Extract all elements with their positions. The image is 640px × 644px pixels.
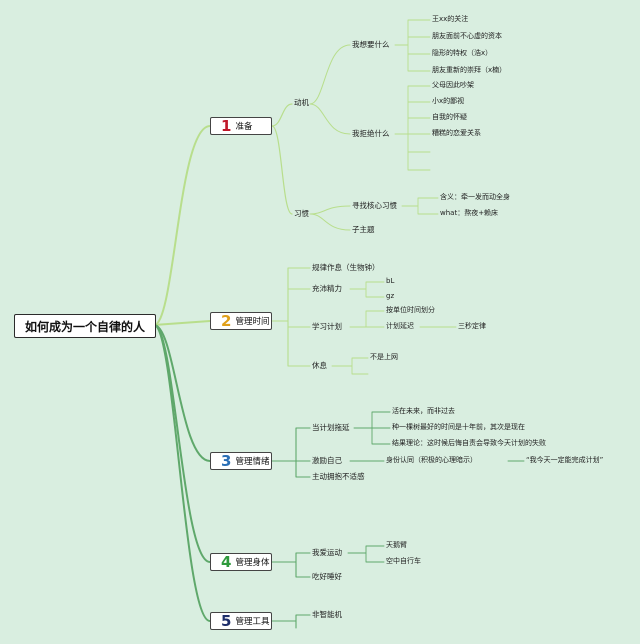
node-want[interactable]: 我想要什么 — [352, 40, 390, 49]
node-delay-item[interactable]: 三秒定律 — [458, 322, 486, 330]
section-number: 5 — [221, 611, 232, 630]
node-phone[interactable]: 非智能机 — [312, 610, 342, 619]
node-identity-item[interactable]: “我今天一定能完成计划” — [526, 456, 604, 464]
section-number: 2 — [221, 311, 232, 330]
section-label: 管理时间 — [235, 317, 270, 327]
section-label: 管理情绪 — [235, 457, 270, 467]
node-reject-item[interactable]: 糟糕的恋爱关系 — [432, 129, 481, 137]
node-study-item[interactable]: 按单位时间划分 — [386, 306, 435, 314]
section-label: 管理身体 — [235, 558, 270, 568]
section-3-node[interactable]: 3 管理情绪 — [210, 452, 272, 470]
branch-to-s2 — [153, 320, 211, 326]
branch-to-s3 — [153, 324, 211, 462]
branch-to-s1 — [153, 125, 211, 326]
node-habit[interactable]: 习惯 — [294, 209, 309, 218]
node-reject-item[interactable]: 小x的鄙视 — [432, 97, 465, 105]
node-identity[interactable]: 身份认同（积极的心理暗示） — [386, 456, 477, 464]
section-label: 准备 — [235, 122, 253, 132]
node-motive[interactable]: 动机 — [294, 98, 309, 107]
node-core-habit[interactable]: 寻找核心习惯 — [352, 201, 397, 210]
node-reject-item[interactable]: 父母因此吵架 — [432, 81, 474, 89]
node-reject-item[interactable]: 自我的怀疑 — [432, 113, 467, 121]
node-study[interactable]: 学习计划 — [312, 322, 342, 331]
node-want-item[interactable]: 隐形的特权（浩x） — [432, 49, 493, 57]
node-eat-sleep[interactable]: 吃好睡好 — [312, 572, 342, 581]
node-sport[interactable]: 我爱运动 — [312, 548, 342, 557]
root-topic[interactable]: 如何成为一个自律的人 — [14, 314, 156, 338]
node-encourage[interactable]: 激励自己 — [312, 456, 342, 465]
node-sport-item[interactable]: 空中自行车 — [386, 557, 421, 565]
section-4-node[interactable]: 4 管理身体 — [210, 553, 272, 571]
node-energy-item[interactable]: bL — [386, 277, 395, 285]
section-1-node[interactable]: 1 准备 — [210, 117, 272, 135]
node-rest[interactable]: 休息 — [312, 361, 327, 370]
node-embrace[interactable]: 主动拥抱不适感 — [312, 472, 365, 481]
node-energy-item[interactable]: gz — [386, 292, 395, 300]
node-study-item[interactable]: 计划延迟 — [386, 322, 414, 330]
node-want-item[interactable]: 王xx的关注 — [432, 15, 469, 23]
node-subtopic[interactable]: 子主题 — [352, 225, 375, 234]
branch-to-s5 — [153, 324, 211, 622]
branch-to-s4 — [153, 324, 211, 563]
section-number: 3 — [221, 451, 232, 470]
node-procrastinate[interactable]: 当计划拖延 — [312, 423, 350, 432]
node-want-item[interactable]: 朋友重新的崇拜（x楠） — [432, 66, 507, 74]
node-reject[interactable]: 我拒绝什么 — [352, 129, 390, 138]
node-procrast-item[interactable]: 活在未来，而非过去 — [392, 407, 455, 415]
node-sport-item[interactable]: 天鹅臂 — [386, 541, 407, 549]
section-number: 4 — [221, 552, 232, 571]
node-procrast-item[interactable]: 结果理论：这时候后悔自责会导致今天计划的失败 — [392, 439, 546, 447]
section-label: 管理工具 — [235, 617, 270, 627]
node-rest-item[interactable]: 不是上网 — [370, 353, 398, 361]
section-number: 1 — [221, 116, 232, 135]
node-core-item[interactable]: what：熬夜+赖床 — [440, 209, 499, 217]
node-core-item[interactable]: 含义：牵一发而动全身 — [440, 193, 510, 201]
section-5-node[interactable]: 5 管理工具 — [210, 612, 272, 630]
section-2-node[interactable]: 2 管理时间 — [210, 312, 272, 330]
node-rhythm[interactable]: 规律作息（生物钟） — [312, 263, 380, 272]
node-want-item[interactable]: 朋友面前不心虚的资本 — [432, 32, 502, 40]
node-energy[interactable]: 充沛精力 — [312, 284, 342, 293]
node-procrast-item[interactable]: 种一棵树最好的时间是十年前，其次是现在 — [392, 423, 525, 431]
